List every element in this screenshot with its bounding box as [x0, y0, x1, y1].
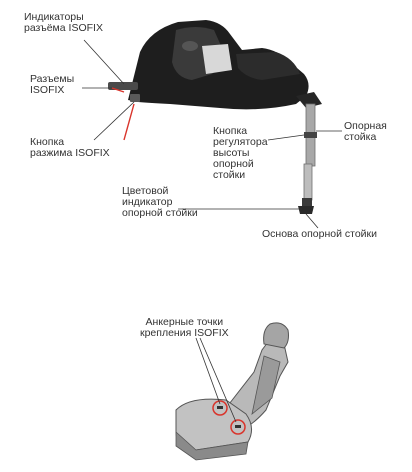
leg-hinge — [296, 92, 322, 108]
seat-headrest — [263, 322, 289, 349]
isofix-anchor-lower-bar — [235, 425, 241, 428]
leg-height-button-shape — [304, 132, 317, 138]
leader-lines — [82, 39, 342, 229]
leg-foot — [298, 206, 314, 214]
label-support-leg: Опорная стойка — [344, 120, 387, 143]
isofix-anchor-lower-circle — [230, 419, 246, 435]
seat-cushion-front — [175, 431, 249, 461]
leader-leg-base — [305, 213, 319, 229]
base-front-ramp — [236, 52, 300, 80]
leader-height-button — [267, 134, 305, 141]
support-leg-illustration — [296, 92, 322, 214]
isofix-anchor-upper-circle — [212, 400, 228, 416]
anchor-leader-lines — [195, 337, 237, 423]
leg-lower-tube — [303, 163, 313, 201]
release-button-shape — [130, 94, 140, 102]
label-leg-height-button: Кнопка регулятора высоты опорной стойки — [213, 125, 268, 181]
isofix-base-illustration — [108, 20, 309, 110]
base-knob — [182, 41, 198, 51]
callout-line-release — [123, 103, 135, 141]
leader-anchor-upper — [195, 337, 221, 405]
label-isofix-connectors: Разъемы ISOFIX — [30, 73, 75, 96]
leader-anchor-lower — [199, 337, 237, 423]
label-isofix-anchor-points: Анкерные точки крепления ISOFIX — [140, 316, 229, 339]
leg-color-indicator-shape — [302, 198, 312, 206]
base-label-sticker — [202, 44, 232, 74]
leader-isofix-indicators — [83, 39, 125, 85]
leader-release-button — [93, 101, 135, 141]
label-leg-color-indicator: Цветовой индикатор опорной стойки — [122, 185, 198, 219]
label-isofix-release-button: Кнопка разжима ISOFIX — [30, 136, 110, 159]
callout-line-connector — [111, 87, 125, 93]
callout-red-lines — [111, 87, 135, 141]
isofix-connector-arm — [108, 82, 138, 90]
label-support-leg-base: Основа опорной стойки — [262, 228, 378, 240]
isofix-anchor-upper-bar — [217, 406, 223, 409]
label-isofix-indicators: Индикаторы разъёма ISOFIX — [24, 11, 103, 34]
car-seat-illustration — [175, 322, 289, 461]
seat-side-bolster — [251, 355, 281, 416]
